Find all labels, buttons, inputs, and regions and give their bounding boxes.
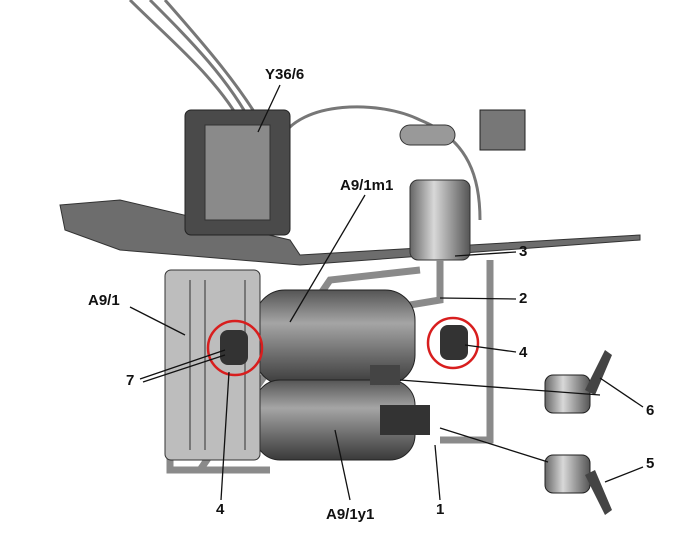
fitting-left [220, 330, 248, 365]
fitting-right [440, 325, 468, 360]
label-3: 3 [519, 243, 528, 260]
dryer-bracket [399, 124, 456, 146]
label-6: 6 [646, 402, 655, 419]
label-7: 7 [126, 372, 135, 389]
label-a9-1y1: A9/1y1 [326, 506, 375, 523]
mounting-bracket [59, 199, 641, 266]
label-4-left: 4 [216, 501, 225, 518]
label-a9-1: A9/1 [88, 292, 120, 309]
highlight-circle-right [426, 316, 480, 370]
connector-6 [544, 350, 612, 414]
top-connector [479, 109, 526, 151]
label-a9-1m1: A9/1m1 [340, 177, 394, 194]
motor-terminal [370, 365, 400, 385]
air-dryer [409, 179, 471, 261]
label-4-right: 4 [519, 344, 528, 361]
connector-5 [544, 454, 612, 515]
relay-housing-panel [204, 124, 271, 221]
leader-lines [129, 84, 644, 501]
highlight-circle-left [206, 319, 264, 377]
valve-block-ribs [189, 280, 246, 450]
label-2: 2 [519, 290, 528, 307]
valve-connector [380, 405, 430, 435]
label-y36-6: Y36/6 [265, 66, 305, 83]
label-1: 1 [436, 501, 445, 518]
label-5: 5 [646, 455, 655, 472]
